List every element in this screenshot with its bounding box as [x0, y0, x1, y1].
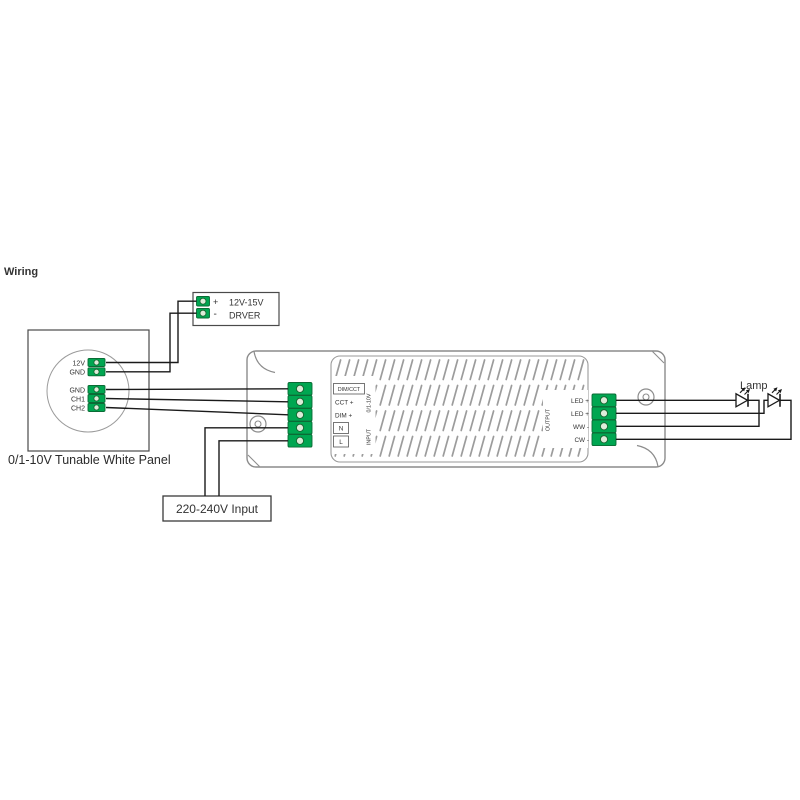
output-section-label: OUTPUT — [546, 408, 552, 431]
terminal-screw-icon — [295, 423, 305, 432]
terminal-screw-icon — [93, 368, 100, 375]
wire-signal-gnd — [105, 388, 289, 391]
mains-input-box: 220-240V Input — [162, 495, 272, 522]
mount-screw-right-center-icon — [642, 393, 650, 401]
panel-label-ch1: CH1 — [71, 396, 85, 403]
aux-driver-terminals — [196, 296, 210, 319]
input-section-label: INPUT — [367, 428, 373, 445]
input-cct-label: CCT + — [335, 399, 354, 406]
terminal-screw-icon — [199, 309, 207, 317]
input-header-label: DIM/CCT — [338, 387, 361, 393]
output-label-area — [543, 390, 588, 448]
input-live-box — [333, 435, 349, 448]
diagram-title: Wiring — [4, 266, 38, 278]
panel-terminals-top — [87, 358, 106, 377]
wire-aux-plus — [106, 300, 197, 364]
output-label-ww: WW - — [573, 424, 589, 431]
aux-plus-sign: + — [213, 297, 218, 307]
wire-mains-live — [218, 440, 288, 496]
driver-mount-notch-right — [636, 444, 659, 467]
output-label-cw: CW - — [574, 437, 589, 444]
terminal-screw-icon — [295, 436, 305, 445]
aux-driver-box: + - 12V-15V DRVER — [192, 291, 280, 327]
input-neutral-label: N — [339, 426, 344, 433]
panel-outline — [27, 329, 150, 452]
lamp: Lamp — [735, 380, 783, 408]
output-label-led1: LED + — [571, 398, 589, 405]
led-diode-icon — [767, 386, 783, 408]
input-signal-range-label: 0/1-10V — [367, 393, 373, 412]
panel-label-ch2: CH2 — [71, 405, 85, 412]
mains-label: 220-240V Input — [176, 502, 259, 516]
terminal-screw-icon — [199, 297, 207, 305]
mount-screw-left-center-icon — [254, 420, 262, 428]
terminal-screw-icon — [93, 386, 100, 393]
lamp-label: Lamp — [740, 380, 768, 392]
led-diode-icon — [735, 386, 751, 408]
aux-voltage-label: 12V-15V — [229, 298, 264, 308]
vent-slots — [334, 359, 585, 459]
terminal-screw-icon — [93, 395, 100, 402]
panel-label-gnd-top: GND — [69, 370, 85, 377]
driver-corner-tick-tr — [652, 351, 665, 364]
terminal-screw-icon — [599, 435, 609, 444]
mains-box-outline — [162, 495, 272, 522]
terminal-screw-icon — [295, 384, 305, 393]
wire-signal-ch1 — [105, 397, 289, 403]
terminal-screw-icon — [599, 422, 609, 431]
panel-label-12v: 12V — [73, 360, 86, 367]
wire-led2-positive — [616, 399, 768, 414]
terminal-screw-icon — [295, 410, 305, 419]
driver-corner-tick-bl — [247, 454, 260, 467]
wire-signal-ch2 — [105, 406, 289, 416]
panel-knob-circle — [46, 349, 130, 433]
wires — [105, 300, 792, 496]
panel-label-gnd: GND — [69, 387, 85, 394]
tunable-white-panel: 12V GND GND CH1 CH2 0/1-10V Tunable Whit… — [8, 329, 171, 467]
aux-minus-sign: - — [214, 309, 217, 320]
terminal-screw-icon — [295, 397, 305, 406]
input-terminal-block — [287, 382, 313, 448]
terminal-screw-icon — [93, 359, 100, 366]
wire-led2-return — [616, 399, 792, 440]
panel-caption: 0/1-10V Tunable White Panel — [8, 453, 171, 467]
wire-mains-neutral — [204, 427, 288, 496]
aux-name-label: DRVER — [229, 311, 261, 321]
input-live-label: L — [339, 439, 343, 446]
led-driver: DIM/CCT CCT + DIM + N L 0/1-10V INPUT OU… — [246, 350, 666, 468]
input-dim-label: DIM + — [335, 413, 352, 420]
driver-mount-notch-left — [253, 351, 276, 374]
terminal-screw-icon — [93, 404, 100, 411]
output-label-led2: LED + — [571, 411, 589, 418]
terminal-screw-icon — [599, 409, 609, 418]
input-header-box — [333, 383, 365, 395]
panel-terminals-bottom — [87, 385, 106, 412]
terminal-screw-icon — [599, 396, 609, 405]
wire-aux-minus — [106, 312, 197, 373]
output-terminal-block — [591, 393, 617, 447]
input-neutral-box — [333, 422, 349, 434]
